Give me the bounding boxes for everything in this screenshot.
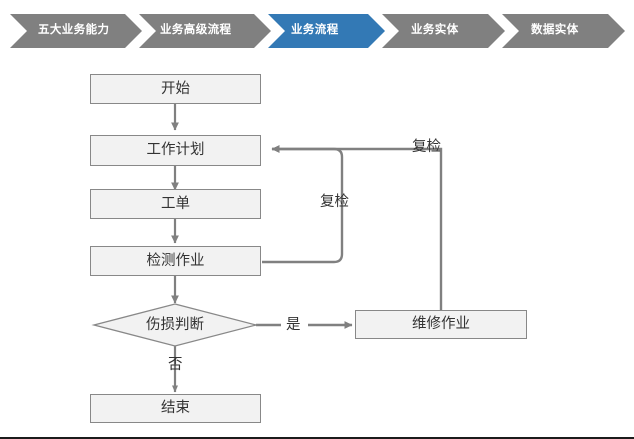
bottom-rule <box>0 437 634 439</box>
breadcrumb-item-label-2[interactable]: 业务高级流程 <box>160 24 232 36</box>
breadcrumb-item-label-3[interactable]: 业务流程 <box>291 24 339 36</box>
breadcrumb-chevron-1[interactable] <box>10 14 142 48</box>
edge-label-yes: 是 <box>286 317 301 333</box>
breadcrumb: 五大业务能力 业务高级流程 业务流程 业务实体 数据实体 <box>0 14 634 48</box>
damage-decision-diamond-shape[interactable] <box>91 303 259 347</box>
node-repair[interactable]: 维修作业 <box>355 310 527 339</box>
breadcrumb-chevron-2[interactable] <box>139 14 271 48</box>
edge-label-recheck-inner: 复检 <box>320 194 349 210</box>
node-inspection-label: 检测作业 <box>146 252 205 269</box>
breadcrumb-item-label-1[interactable]: 五大业务能力 <box>38 24 110 36</box>
breadcrumb-item-label-4[interactable]: 业务实体 <box>411 24 459 36</box>
node-work-plan[interactable]: 工作计划 <box>90 135 261 166</box>
edge-label-recheck-outer: 复检 <box>412 139 441 155</box>
node-start-label: 开始 <box>161 80 190 97</box>
node-work-order-label: 工单 <box>161 195 190 212</box>
node-damage-decision-label: 伤损判断 <box>146 316 204 333</box>
node-inspection[interactable]: 检测作业 <box>90 246 261 276</box>
node-repair-label: 维修作业 <box>412 316 470 333</box>
breadcrumb-chevron-4[interactable] <box>382 14 505 48</box>
breadcrumb-chevron-3[interactable] <box>268 14 385 48</box>
edge-label-no: 否 <box>168 357 183 373</box>
node-damage-decision[interactable]: 伤损判断 <box>94 304 256 346</box>
node-end[interactable]: 结束 <box>90 394 261 423</box>
edge-recheck-outer <box>405 147 443 310</box>
breadcrumb-chevron-5[interactable] <box>502 14 625 48</box>
breadcrumb-item-label-5[interactable]: 数据实体 <box>531 24 579 36</box>
breadcrumb-shapes <box>10 14 625 48</box>
node-work-plan-label: 工作计划 <box>146 142 205 159</box>
node-end-label: 结束 <box>161 400 190 417</box>
node-start[interactable]: 开始 <box>90 74 261 104</box>
node-work-order[interactable]: 工单 <box>90 189 261 219</box>
